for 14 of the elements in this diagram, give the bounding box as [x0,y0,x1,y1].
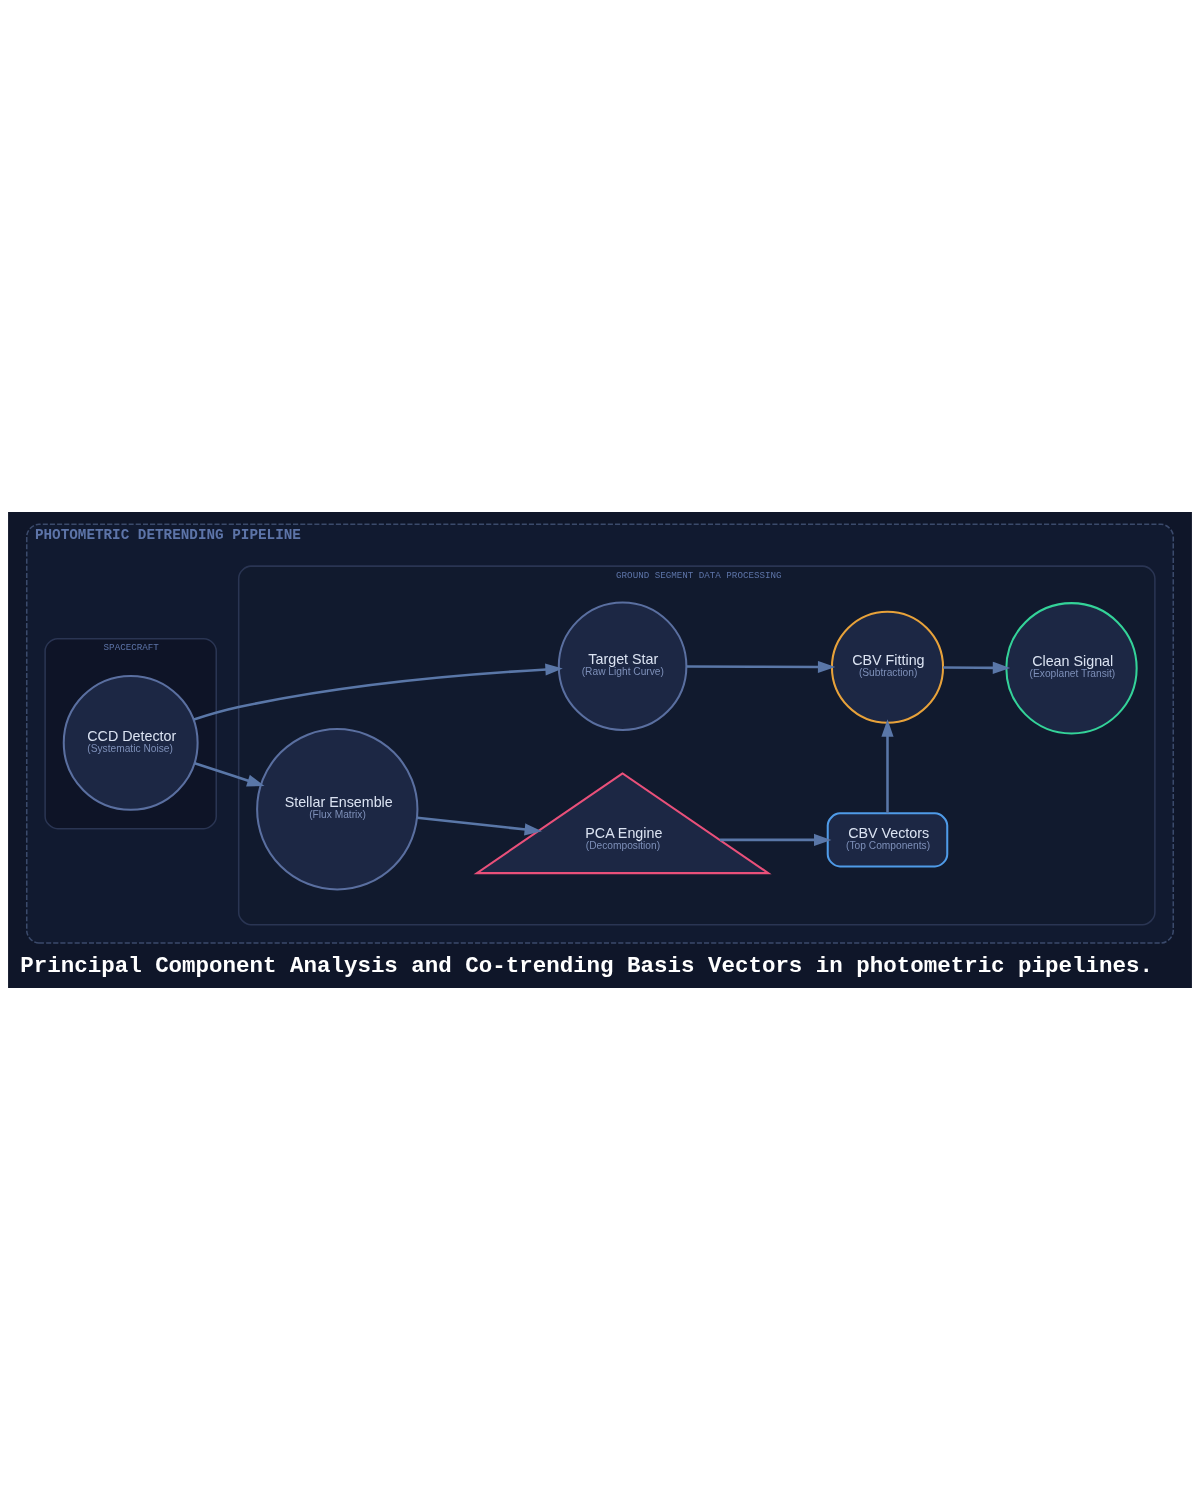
arrow [686,660,836,674]
node-circle: CCD Detector (Systematic Noise) [62,674,199,811]
arrow [194,762,265,787]
diagram-title: Principal Component Analysis and Co-trending Basis Vectors in photometric pipelines. [20,953,1153,980]
node-circle: Stellar Ensemble (Flux Matrix) [256,728,419,891]
node-box: CBV Vectors (Top Components) [826,812,949,868]
arrow [193,663,563,721]
arrow [417,816,542,836]
node-circle: Target Star (Raw Light Curve) [557,601,688,732]
node-circle: CBV Fitting (Subtraction) [830,610,945,724]
arrow [943,661,1011,674]
arrow [881,719,894,814]
arrow [720,833,832,846]
node-circle: Clean Signal (Exoplanet Transit) [1005,602,1138,735]
